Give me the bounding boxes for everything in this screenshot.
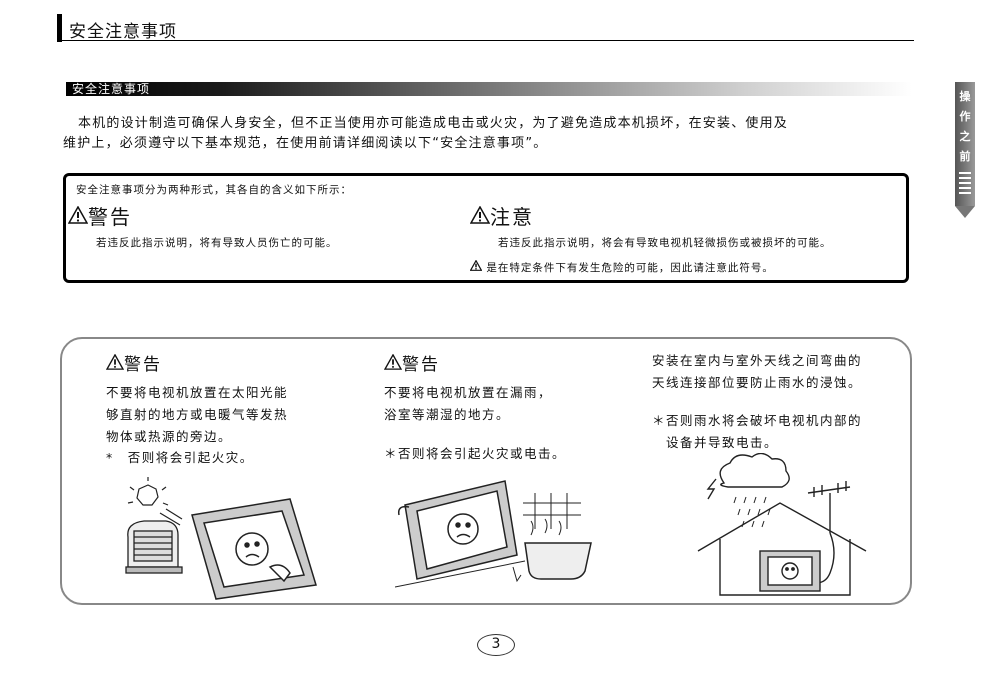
warning-1-line: 够直射的地方或电暖气等发热 (106, 407, 289, 422)
side-tab-char: 前 (959, 150, 971, 163)
warning-definition-label: 警告 (88, 205, 132, 229)
symbol-note-text: 是在特定条件下有发生危险的可能，因此请注意此符号。 (486, 262, 774, 274)
definition-lead: 安全注意事项分为两种形式，其各自的含义如下所示： (76, 184, 352, 196)
side-tab-line (959, 182, 971, 184)
tv-house-rain-illustration (697, 453, 867, 596)
caution-triangle-icon (470, 206, 490, 224)
warning-definition-heading: 警告 (68, 201, 132, 230)
side-tab-line (959, 172, 971, 174)
warning-1-text: 不要将电视机放置在太阳光能 够直射的地方或电暖气等发热 物体或热源的旁边。 (106, 382, 288, 448)
warning-2-text: 不要将电视机放置在漏雨， 浴室等潮湿的地方。 (384, 382, 552, 426)
warning-triangle-icon (106, 354, 124, 370)
page-number: 3 (477, 634, 515, 656)
definition-box (63, 173, 909, 283)
tv-sun-heater-illustration (125, 477, 317, 600)
warning-3-text: 安装在室内与室外天线之间弯曲的 天线连接部位要防止雨水的浸蚀。 (652, 350, 862, 394)
intro-line-1: 本机的设计制造可确保人身安全，但不正当使用亦可能造成电击或火灾，为了避免造成本机… (78, 116, 789, 131)
warning-1-label: 警告 (124, 355, 162, 375)
caution-definition-label: 注意 (490, 205, 534, 229)
side-tab-line (959, 192, 971, 194)
warning-3-line: 安装在室内与室外天线之间弯曲的 (652, 353, 863, 368)
warning-1-line: 物体或热源的旁边。 (106, 429, 233, 444)
intro-line-2: 维护上，必须遵守以下基本规范，在使用前请详细阅读以下“安全注意事项”。 (63, 136, 548, 151)
warning-definition-text: 若违反此指示说明，将有导致人员伤亡的可能。 (96, 237, 338, 249)
warning-3-note-line: ＊否则雨水将会破坏电视机内部的 (652, 413, 863, 428)
side-tab-char: 作 (959, 110, 971, 123)
warning-1-heading: 警告 (106, 350, 162, 375)
side-tab-char: 操 (959, 90, 971, 103)
section-band (66, 82, 912, 96)
side-tab-line (959, 187, 971, 189)
side-tab-arrow-icon (955, 206, 975, 218)
page-title: 安全注意事项 (69, 22, 177, 42)
warning-1-note: * 否则将会引起火灾。 (106, 450, 254, 465)
section-title: 安全注意事项 (72, 82, 151, 96)
warning-3-line: 天线连接部位要防止雨水的浸蚀。 (652, 375, 863, 390)
warning-3-note: ＊否则雨水将会破坏电视机内部的 设备并导致电击。 (652, 410, 862, 454)
header-bar (57, 14, 62, 42)
attention-triangle-icon (470, 260, 482, 271)
tv-bathroom-illustration (395, 480, 592, 588)
side-tab-char: 之 (959, 130, 971, 143)
warning-triangle-icon (384, 354, 402, 370)
side-tab-line (959, 177, 971, 179)
caution-definition-text: 若违反此指示说明，将会有导致电视机轻微损伤或被损坏的可能。 (498, 237, 832, 249)
warning-2-note: ＊否则将会引起火灾或电击。 (384, 446, 567, 461)
symbol-note: 是在特定条件下有发生危险的可能，因此请注意此符号。 (470, 260, 774, 275)
warning-triangle-icon (68, 206, 88, 224)
caution-definition-heading: 注意 (470, 201, 534, 230)
warnings-panel (60, 337, 912, 605)
side-tab: 操 作 之 前 (955, 82, 975, 218)
warning-2-line: 浴室等潮湿的地方。 (384, 407, 511, 422)
warning-3-note-line: 设备并导致电击。 (666, 435, 779, 450)
warning-1-line: 不要将电视机放置在太阳光能 (106, 385, 289, 400)
warning-2-line: 不要将电视机放置在漏雨， (384, 385, 553, 400)
warning-2-label: 警告 (402, 355, 440, 375)
warning-2-heading: 警告 (384, 350, 440, 375)
header-rule (57, 40, 914, 41)
